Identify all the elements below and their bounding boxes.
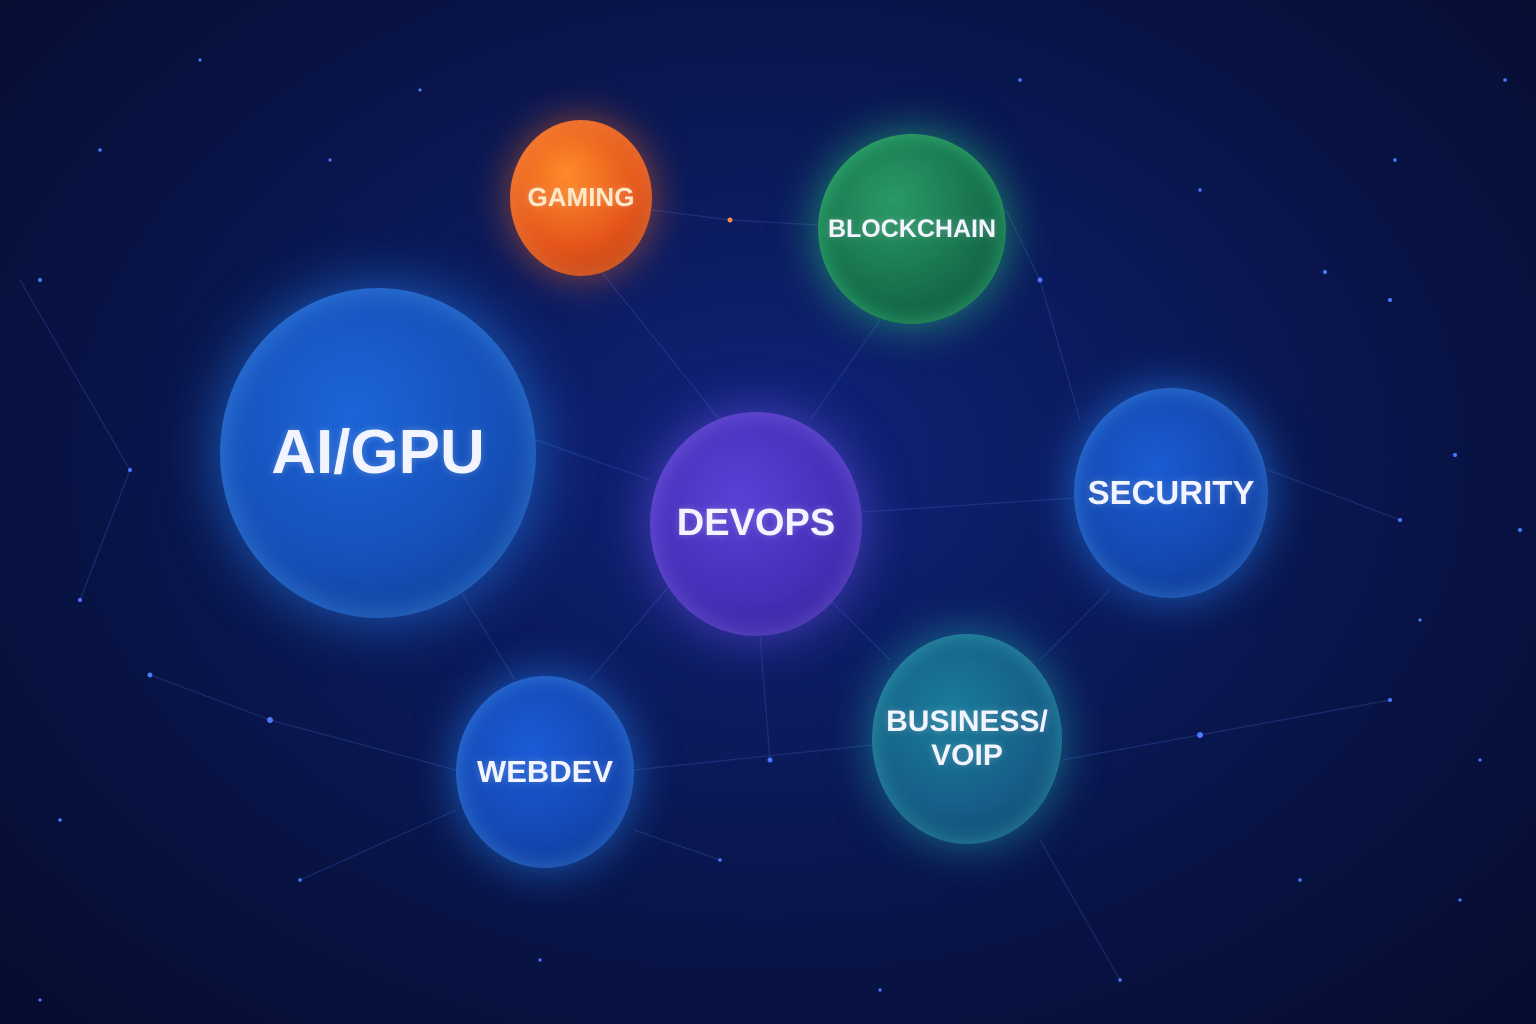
star-dot [1118, 978, 1122, 982]
star-dot [878, 988, 882, 992]
edge-devops-security [861, 497, 1075, 513]
edge-blockchain-devops [809, 319, 881, 421]
star-dot [38, 278, 42, 282]
edge-bg-15 [633, 829, 721, 861]
edge-bg-13 [759, 635, 771, 761]
star-dot [1388, 298, 1392, 302]
star-dot [38, 998, 42, 1002]
star-dot [718, 858, 722, 862]
star-dot [1418, 618, 1422, 622]
star-dot [78, 598, 82, 602]
node-label-ai-gpu: AI/GPU [271, 418, 485, 488]
star-dot [1018, 78, 1022, 82]
star-dot [1503, 78, 1507, 82]
edge-bg-8 [1005, 209, 1041, 281]
star-dot [1518, 528, 1522, 532]
node-label-devops: DEVOPS [676, 502, 836, 545]
star-dot [1478, 758, 1482, 762]
star-dot [1393, 158, 1397, 162]
star-dot [1388, 698, 1392, 702]
star-dot [1298, 878, 1302, 882]
edge-bg-6 [1061, 734, 1201, 761]
edge-bg-3 [149, 674, 271, 721]
edge-bg-2 [79, 469, 131, 601]
node-business-voip: BUSINESS/ VOIP [872, 634, 1062, 844]
star-dot [267, 717, 273, 723]
node-gaming: GAMING [510, 120, 652, 276]
edge-bg-4 [269, 719, 457, 771]
node-label-security: SECURITY [1087, 474, 1255, 512]
edge-bg-5 [633, 744, 873, 771]
edge-bg-14 [299, 809, 457, 881]
star-dot [328, 158, 332, 162]
edge-bg-11 [651, 209, 731, 221]
edge-ai-webdev [459, 589, 516, 681]
node-webdev: WEBDEV [456, 676, 634, 868]
star-dot [58, 818, 62, 822]
star-dot [1323, 270, 1327, 274]
node-label-business-voip: BUSINESS/ VOIP [886, 704, 1048, 773]
edge-bg-1 [19, 279, 131, 471]
edge-devops-webdev [589, 584, 671, 681]
edge-security-business [1039, 589, 1111, 661]
star-dots [38, 58, 1522, 1002]
node-label-webdev: WEBDEV [476, 754, 614, 790]
edge-bg-7 [1199, 699, 1391, 736]
connection-lines [19, 209, 1401, 981]
star-dot [298, 878, 302, 882]
star-dot [98, 148, 102, 152]
edge-bg-16 [1039, 839, 1121, 981]
star-dot [418, 88, 422, 92]
node-security: SECURITY [1074, 388, 1268, 598]
star-dot [198, 58, 202, 62]
edge-bg-12 [729, 219, 819, 226]
edge-devops-business [829, 599, 891, 661]
node-label-gaming: GAMING [527, 182, 635, 213]
star-dot [1398, 518, 1402, 522]
star-dot [1197, 732, 1203, 738]
star-dot [1037, 277, 1043, 283]
edge-bg-10 [1267, 469, 1401, 521]
star-dot [1453, 453, 1457, 457]
node-devops: DEVOPS [650, 412, 862, 636]
edge-bg-9 [1039, 279, 1081, 421]
star-dot [128, 468, 132, 472]
edge-ai-devops [535, 439, 651, 481]
node-ai-gpu: AI/GPU [220, 288, 536, 618]
edge-gaming-devops [599, 269, 721, 421]
star-dot [147, 672, 153, 678]
star-dot [767, 757, 773, 763]
star-dot [1198, 188, 1202, 192]
star-dot [1458, 898, 1462, 902]
star-dot [538, 958, 542, 962]
node-label-blockchain: BLOCKCHAIN [827, 214, 997, 243]
star-dot [727, 217, 733, 223]
node-blockchain: BLOCKCHAIN [818, 134, 1006, 324]
